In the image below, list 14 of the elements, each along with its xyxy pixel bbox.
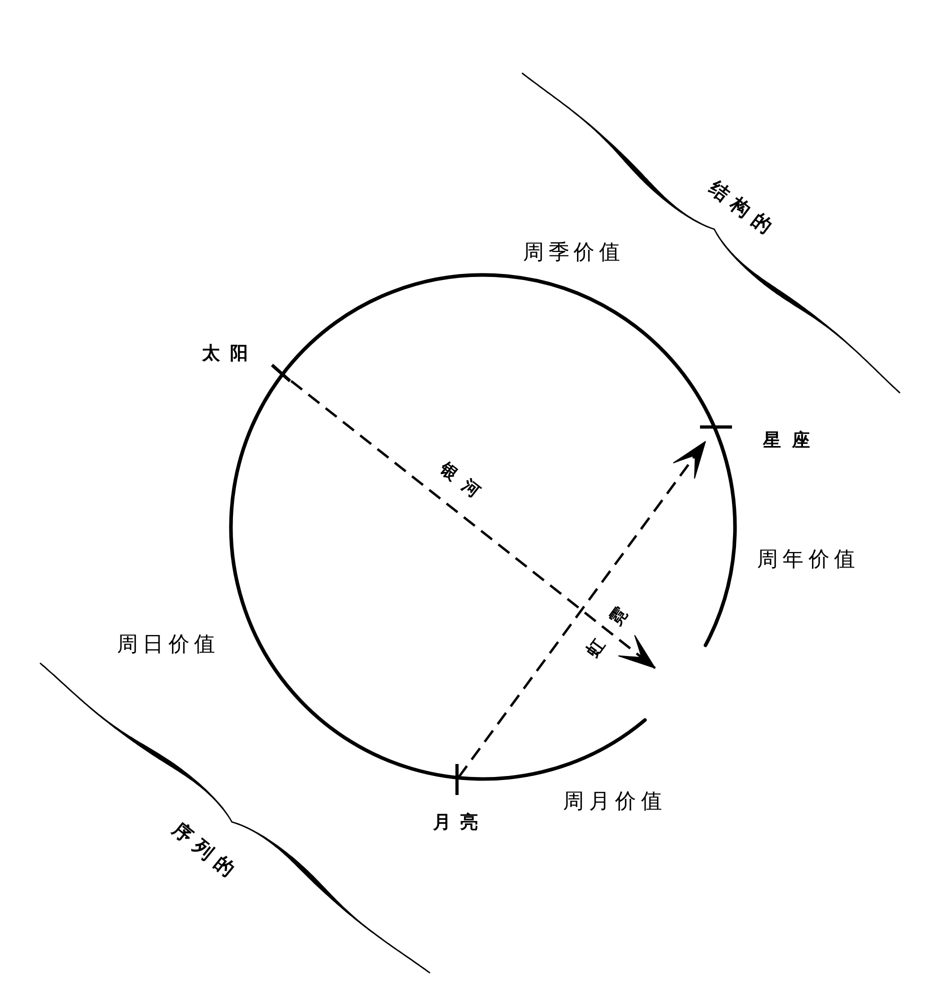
tick-mark (700, 425, 732, 429)
brace-label: 结构的 (706, 178, 774, 238)
edge-label: 虹霓 (584, 604, 630, 660)
point-label: 星座 (763, 431, 810, 449)
point-label: 太阳 (202, 344, 248, 362)
edge-label: 银河 (437, 459, 483, 501)
orbit-label: 周年价值 (757, 549, 855, 570)
tick-mark (270, 364, 292, 382)
orbit-label: 周日价值 (117, 634, 215, 655)
orbit-label: 周季价值 (523, 242, 620, 263)
point-label: 月亮 (433, 813, 478, 831)
orbit-label: 周月价值 (563, 791, 662, 812)
tick-mark (455, 764, 459, 795)
brace-label: 序列的 (169, 820, 237, 880)
